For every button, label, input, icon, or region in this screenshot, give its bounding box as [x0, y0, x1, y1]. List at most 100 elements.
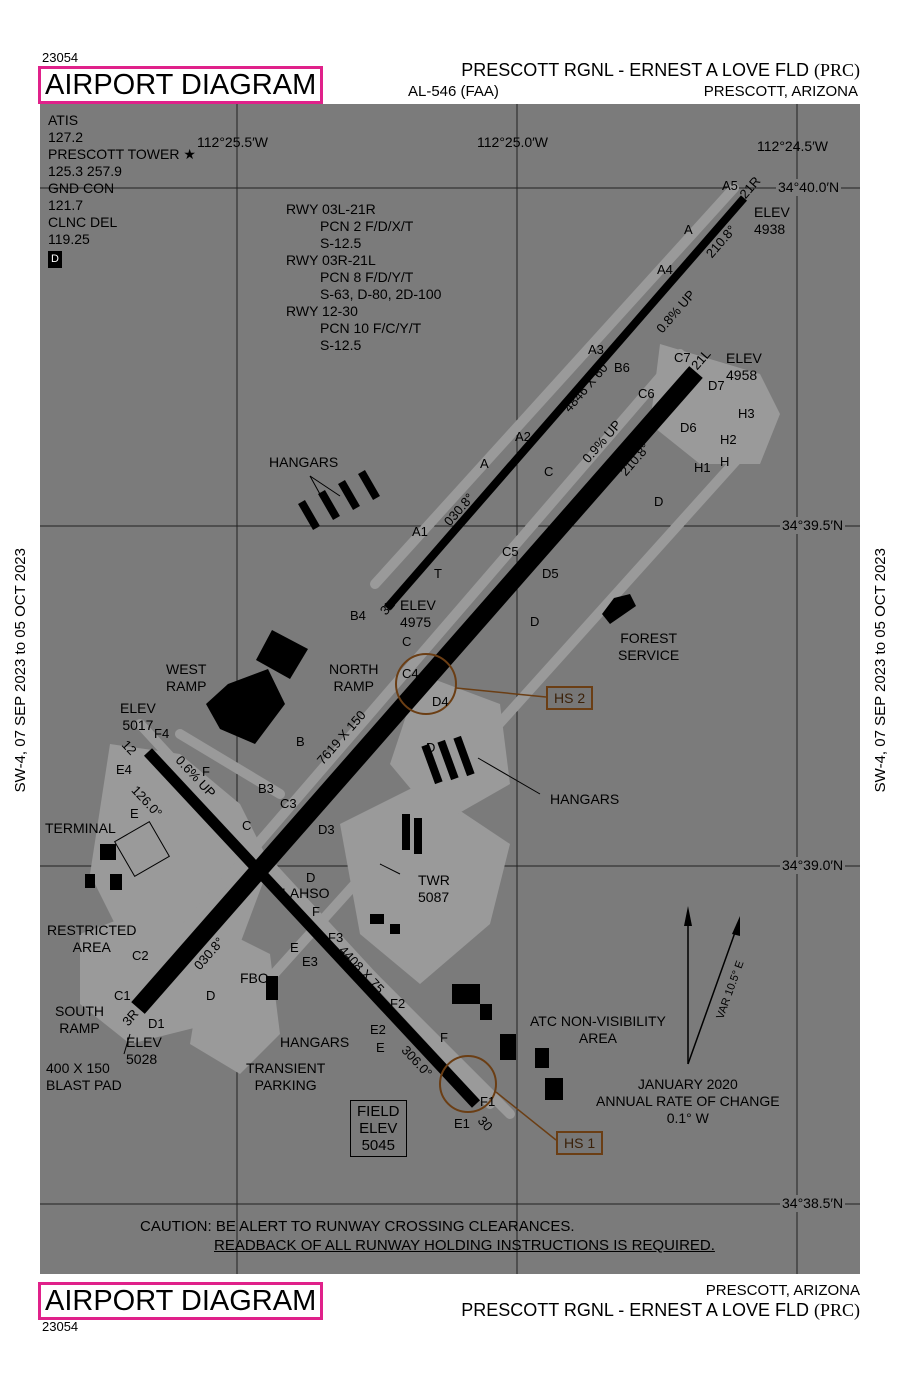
- freq-line: 127.2: [48, 129, 84, 145]
- label-line: SOUTH: [55, 1003, 104, 1019]
- frequency-block: ATIS 127.2 PRESCOTT TOWER ★ 125.3 257.9 …: [48, 112, 196, 268]
- taxiway-label: F1: [480, 1094, 496, 1109]
- elev-label: ELEV: [400, 597, 436, 613]
- taxiway-label: B6: [614, 360, 630, 375]
- taxiway-label: B4: [350, 608, 366, 623]
- taxiway-label: E3: [302, 954, 318, 969]
- taxiway-label: E4: [116, 762, 132, 777]
- freq-line: 125.3 257.9: [48, 163, 122, 179]
- taxiway-label: C: [402, 634, 412, 649]
- taxiway-label: C1: [114, 988, 131, 1003]
- hangars-north-label: HANGARS: [269, 454, 339, 470]
- taxiway-label: H3: [738, 406, 755, 421]
- footer-doc-number: 23054: [42, 1319, 79, 1334]
- taxiway-label: C3: [280, 796, 297, 811]
- lahso-label: LAHSO: [282, 885, 330, 901]
- elev-label: ELEV: [754, 204, 790, 220]
- airport-code: (PRC): [813, 1300, 860, 1320]
- terminal-label: TERMINAL: [45, 820, 116, 836]
- longitude-label: 112°25.0′W: [477, 134, 549, 150]
- header-location: PRESCOTT, ARIZONA: [703, 83, 858, 100]
- taxiway-label: A: [480, 456, 489, 471]
- elev-value: 4975: [400, 614, 432, 630]
- airport-name: PRESCOTT RGNL - ERNEST A LOVE FLD: [461, 1300, 809, 1320]
- label-line: NORTH: [329, 661, 379, 677]
- runway-03r-21l: [131, 366, 703, 1014]
- diagram-title: AIRPORT DIAGRAM: [38, 66, 324, 104]
- elev-label: ELEV: [120, 700, 156, 716]
- caution-line-2: READBACK OF ALL RUNWAY HOLDING INSTRUCTI…: [214, 1237, 715, 1254]
- runway-info-block: RWY 03L-21R PCN 2 F/D/X/T S-12.5 RWY 03R…: [286, 201, 441, 354]
- label-line: PARKING: [254, 1077, 317, 1093]
- freq-line: PRESCOTT TOWER ★: [48, 146, 196, 162]
- taxiway-label: C: [544, 464, 554, 479]
- airport-name-header: PRESCOTT RGNL - ERNEST A LOVE FLD (PRC): [461, 60, 860, 81]
- freq-line: GND CON: [48, 180, 115, 196]
- label-line: FIELD: [357, 1103, 400, 1120]
- label-line: ANNUAL RATE OF CHANGE: [596, 1093, 780, 1109]
- latitude-label: 34°38.5′N: [780, 1195, 846, 1212]
- freq-line: 121.7: [48, 197, 84, 213]
- label-line: ATC NON-VISIBILITY: [530, 1013, 666, 1029]
- taxiway-label: A4: [657, 262, 673, 277]
- buildings: [85, 470, 636, 1100]
- taxiway-label: C5: [502, 544, 519, 559]
- taxiway-label: C2: [132, 948, 149, 963]
- label-line: RAMP: [59, 1020, 100, 1036]
- rwy-info-line: PCN 8 F/D/Y/T: [320, 269, 414, 285]
- label-line: AREA: [578, 1030, 617, 1046]
- rwy-info-line: PCN 10 F/C/Y/T: [320, 320, 422, 336]
- elev-value: 4958: [726, 367, 758, 383]
- hot-spot-2-box[interactable]: HS 2: [546, 686, 594, 710]
- taxiway-label: D: [654, 494, 664, 509]
- taxiway-label: D5: [542, 566, 559, 581]
- magnetic-north-arrow: [687, 923, 739, 1065]
- doc-number: 23054: [42, 50, 79, 65]
- taxiway-label: D7: [708, 378, 725, 393]
- label-line: FOREST: [620, 630, 677, 646]
- taxiway-label: E: [290, 940, 299, 955]
- rwy-info-line: S-12.5: [320, 337, 362, 353]
- left-effective-dates: SW-4, 07 SEP 2023 to 05 OCT 2023: [12, 548, 29, 793]
- elev-label: ELEV: [726, 350, 762, 366]
- label-line: BLAST PAD: [46, 1077, 122, 1093]
- elev-label: ELEV: [126, 1034, 162, 1050]
- taxiway-label: H: [720, 454, 730, 469]
- taxiway-label: D: [206, 988, 216, 1003]
- label-line: 5045: [361, 1137, 395, 1154]
- taxiway-label: D4: [432, 694, 449, 709]
- taxiway-label: H1: [694, 460, 711, 475]
- rwy-info-line: RWY 12-30: [286, 303, 358, 319]
- taxiway-label: E1: [454, 1116, 470, 1131]
- latitude-label: 34°39.5′N: [780, 517, 846, 534]
- footer-location: PRESCOTT, ARIZONA: [705, 1282, 860, 1299]
- hot-spot-1-circle: [439, 1055, 497, 1113]
- hangars-east-label: HANGARS: [550, 791, 620, 807]
- taxiway-label: F: [440, 1030, 448, 1045]
- rwy-info-line: S-12.5: [320, 235, 362, 251]
- label-line: ELEV: [359, 1120, 398, 1137]
- label-line: SERVICE: [618, 647, 680, 663]
- hot-spot-1-box[interactable]: HS 1: [556, 1131, 604, 1155]
- taxiway-label: F: [202, 764, 210, 779]
- freq-line: CLNC DEL: [48, 214, 118, 230]
- taxiway-label: C6: [638, 386, 655, 401]
- hot-spot-2-circle: [395, 653, 457, 715]
- taxiway-label: E: [376, 1040, 385, 1055]
- taxiway-label: F3: [328, 930, 344, 945]
- footer-diagram-title: AIRPORT DIAGRAM: [38, 1282, 324, 1320]
- elev-value: 5017: [122, 717, 154, 733]
- label-line: JANUARY 2020: [637, 1076, 738, 1092]
- taxiway-label: A3: [588, 342, 604, 357]
- longitude-label: 112°24.5′W: [757, 138, 829, 154]
- taxiway-label: A1: [412, 524, 428, 539]
- taxiway-label: T: [434, 566, 442, 581]
- label-line: TWR: [418, 872, 450, 888]
